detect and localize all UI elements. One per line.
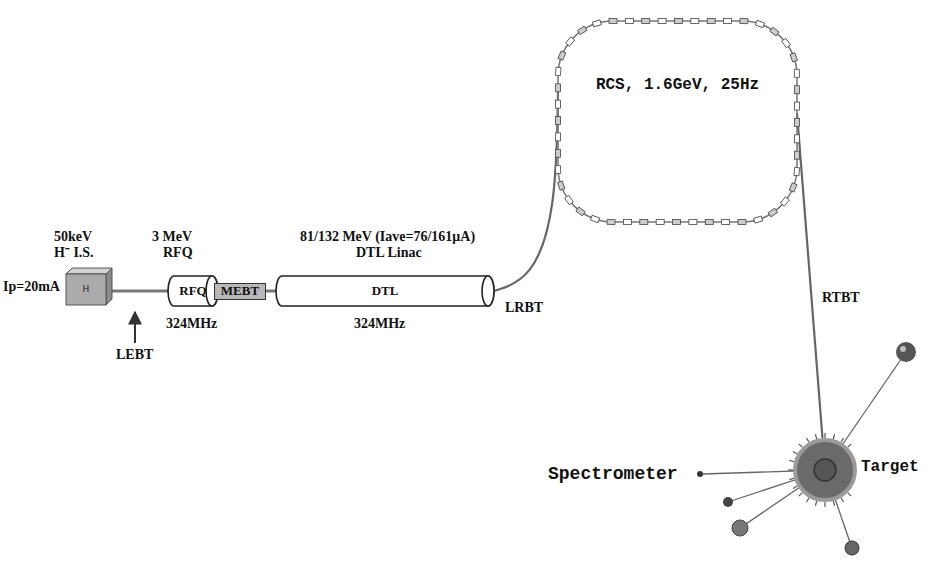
rcs-ring-outline: [555, 18, 800, 225]
node-caption: 324MHz: [354, 316, 405, 332]
current-label: Ip=20mA: [3, 279, 60, 295]
target-station: Target: [793, 438, 857, 502]
node-label: H: [83, 284, 90, 294]
instrument-blob-spot: [900, 346, 906, 352]
node-label: RCS, 1.6GeV, 25Hz: [596, 76, 759, 94]
dtl-cylinder: 81/132 MeV (Iave=76/161μA)DTL LinacDTL32…: [276, 276, 494, 306]
node-label: MEBT: [221, 284, 259, 299]
section-label: LEBT: [116, 347, 153, 363]
beamline-spokes: [703, 352, 906, 548]
beam-pipe: [112, 290, 168, 293]
node-label: DTL: [372, 284, 399, 299]
instrument-dot: [845, 541, 859, 555]
node-caption: 50keV: [54, 229, 92, 245]
transport-line: [797, 113, 822, 438]
instrument-label: Spectrometer: [548, 464, 678, 485]
transport-line: [494, 90, 558, 291]
node-label: RFQ: [179, 284, 206, 299]
target-station-outline: [793, 438, 857, 502]
rcs-ring: RCS, 1.6GeV, 25Hz: [555, 18, 800, 225]
edge-label: RTBT: [822, 290, 860, 306]
node-caption: 3 MeV: [152, 229, 192, 245]
node-caption: 81/132 MeV (Iave=76/161μA): [300, 229, 475, 245]
ion-source-box: 50keVH⁻ I.S.H: [66, 268, 112, 305]
edge-label: LRBT: [505, 300, 543, 316]
node-caption: DTL Linac: [356, 245, 422, 261]
rfq-cylinder: 3 MeVRFQRFQ324MHz: [168, 276, 218, 306]
instrument-blob: [896, 342, 916, 362]
node-caption: 324MHz: [166, 316, 217, 332]
ring-path: [558, 21, 797, 222]
lebt-pointer-arrow: [134, 312, 136, 343]
node-caption: H⁻ I.S.: [54, 245, 94, 261]
mebt-box: MEBT: [214, 283, 266, 300]
instrument-dot: [732, 520, 748, 536]
node-caption: Target: [861, 458, 919, 476]
spectrometer-dot: [697, 471, 703, 477]
node-caption: RFQ: [163, 245, 193, 261]
instrument-dot: [723, 497, 733, 507]
beam-pipe: [266, 290, 276, 293]
